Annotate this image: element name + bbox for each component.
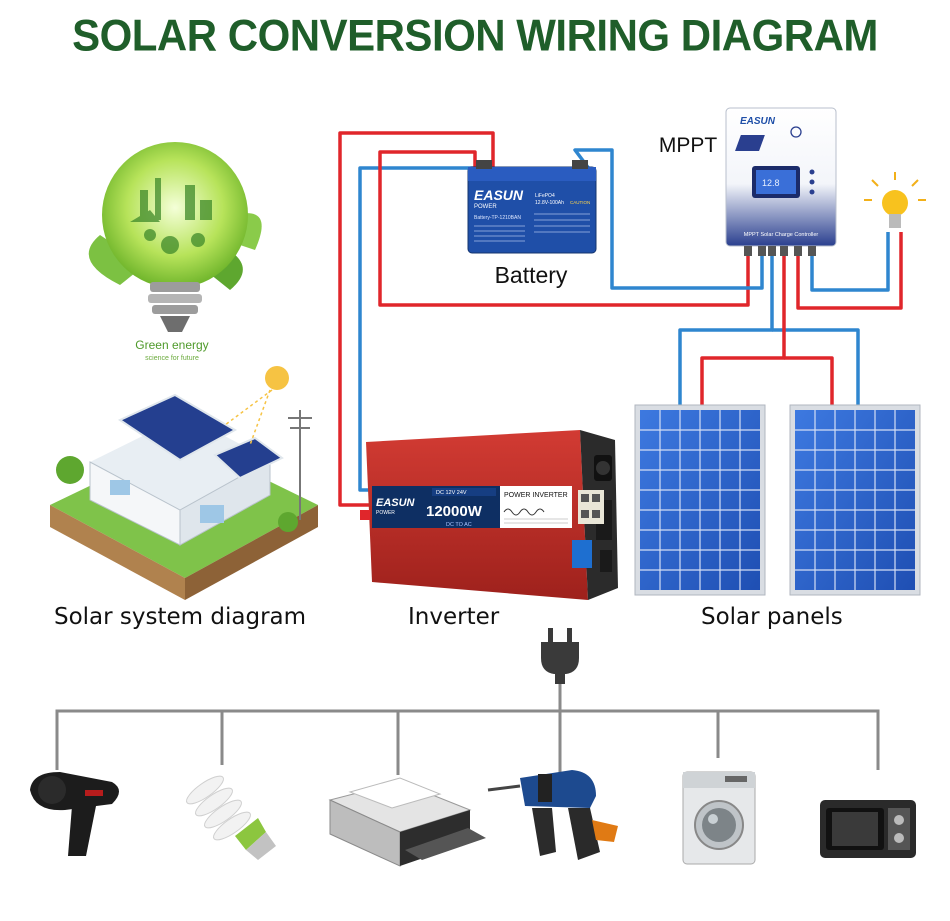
solar-panels-label: Solar panels [701,604,843,630]
battery-device: EASUN POWER Battery-TP-1210BAN LiFePO4 1… [467,160,597,254]
wire-mppt-pv-positive-b [784,356,834,405]
printer-icon [328,777,486,867]
cfl-bulb-icon [186,775,276,860]
solar-panel-right [789,404,921,596]
battery-spec: 12.8V-100Ah [535,200,564,206]
battery-chemistry: LiFePO4 [535,193,555,199]
bulb-subtext: science for future [145,355,199,362]
inverter-label: Inverter [408,604,500,630]
mppt-label: MPPT [659,134,718,157]
solar-panel-left [634,404,766,596]
house-icon [50,393,318,600]
svg-text:12.8: 12.8 [762,178,780,188]
wire-mppt-pv-positive [700,255,786,405]
inverter-brand-sub: POWER [376,510,395,516]
wire-mppt-pv-negative-b [772,328,860,405]
battery-brand-sub: POWER [474,204,497,210]
load-bus [55,682,880,775]
wiring [338,131,903,507]
microwave-icon [820,800,916,858]
mppt-controller: EASUN 12.8 MPPT Solar Charge Controller [725,107,837,256]
drill-icon [487,770,618,860]
hair-dryer-icon [30,772,119,856]
sun-icon [224,366,289,446]
wire-mppt-load-positive [796,232,903,310]
inverter-device: EASUN POWER DC 12V 24V 12000W DC TO AC P… [360,430,618,600]
battery-caution: CAUTION [570,200,590,205]
wire-battery-negative-mppt [573,148,764,290]
mppt-brand: EASUN [740,116,776,127]
wire-mppt-load-negative [810,232,890,292]
wire-mppt-pv-negative [678,255,774,405]
inverter-power: 12000W [426,503,483,520]
inverter-dc: DC 12V 24V [436,490,467,496]
inverter-title: POWER INVERTER [504,492,568,499]
wire-battery-positive-mppt [378,150,750,307]
inverter-brand: EASUN [376,497,416,509]
inverter-dc-ac: DC TO AC [446,522,472,528]
green-energy-bulb-icon: Green energy science for future [88,142,262,362]
page-title: SOLAR CONVERSION WIRING DIAGRAM [72,10,878,61]
washing-machine-icon [682,771,756,865]
light-bulb-icon [864,172,926,228]
battery-label: Battery [495,262,568,288]
wire-battery-positive-inverter [338,131,495,507]
mppt-caption: MPPT Solar Charge Controller [744,232,819,238]
plug-icon [541,628,579,684]
battery-brand: EASUN [474,187,524,203]
battery-model: Battery-TP-1210BAN [474,215,521,221]
solar-system-label: Solar system diagram [54,604,307,630]
bulb-text: Green energy [135,338,208,352]
